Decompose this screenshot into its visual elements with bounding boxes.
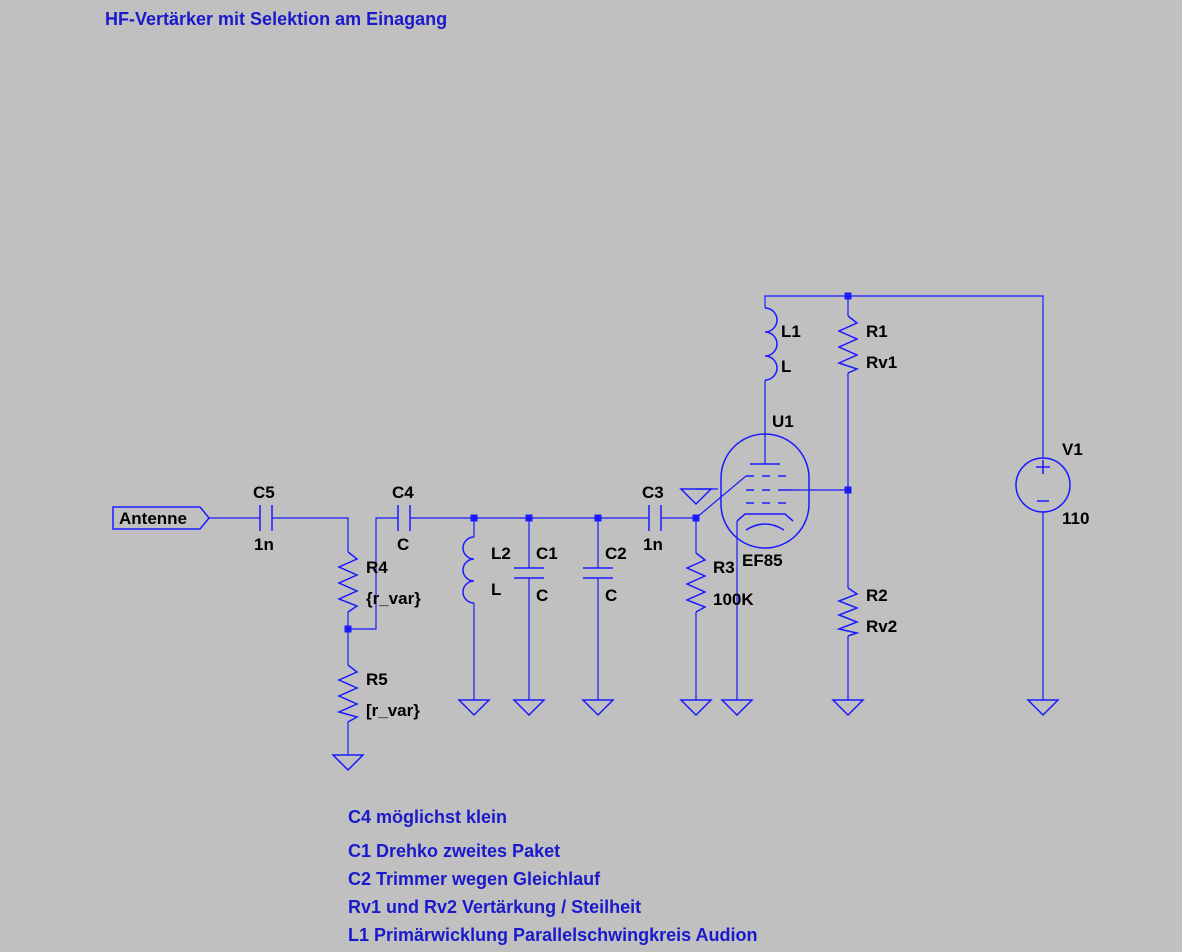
r3-value: 100K — [713, 590, 754, 609]
c5-value: 1n — [254, 535, 274, 554]
resistor-r1[interactable]: R1 Rv1 — [836, 315, 897, 374]
r3-ref: R3 — [713, 558, 735, 577]
junction-dot — [692, 514, 700, 522]
l1-value: L — [781, 357, 791, 376]
ground-icon — [457, 699, 491, 717]
source-circle — [1015, 457, 1071, 513]
resistor-r4[interactable]: R4 {r_var} — [337, 551, 421, 613]
ground-icon — [1026, 699, 1060, 717]
resistor-r3[interactable]: R3 100K — [685, 552, 754, 613]
capacitor-symbol — [648, 505, 662, 531]
wire-r4-tap-c4[interactable] — [348, 517, 398, 630]
note-line: C2 Trimmer wegen Gleichlauf — [348, 869, 601, 889]
r1-ref: R1 — [866, 322, 888, 341]
junctions — [344, 292, 852, 633]
c4-value: C — [397, 535, 409, 554]
r5-value: [r_var} — [366, 701, 420, 720]
c5-ref: C5 — [253, 483, 275, 502]
ground-icon — [512, 699, 546, 717]
c1-value: C — [536, 586, 548, 605]
inductor-coil-symbol — [462, 536, 475, 604]
tube-cathode — [736, 513, 794, 522]
schematic-title: HF-Vertärker mit Selektion am Einagang — [105, 9, 447, 29]
capacitor-symbol — [514, 567, 544, 579]
resistor-zigzag-symbol — [836, 587, 860, 637]
u1-value: EF85 — [742, 551, 783, 570]
ground-symbols — [331, 699, 1060, 772]
c4-ref: C4 — [392, 483, 414, 502]
r4-ref: R4 — [366, 558, 388, 577]
junction-dot — [844, 292, 852, 300]
c2-ref: C2 — [605, 544, 627, 563]
wire-c5-r4[interactable] — [272, 517, 349, 552]
note-line: C4 möglichst klein — [348, 807, 507, 827]
ground-icon — [581, 699, 615, 717]
c3-value: 1n — [643, 535, 663, 554]
tube-envelope — [720, 433, 810, 549]
ground-icon — [831, 699, 865, 717]
r4-value: {r_var} — [366, 589, 421, 608]
port-label: Antenne — [119, 509, 187, 528]
capacitor-c2[interactable]: C2 C — [583, 544, 627, 605]
resistor-r2[interactable]: R2 Rv2 — [836, 586, 897, 637]
tube-grids — [746, 475, 786, 504]
capacitor-c4[interactable]: C4 C — [392, 483, 414, 554]
ground-icon — [679, 699, 713, 717]
wire-l1-supply[interactable] — [764, 295, 1044, 459]
r2-value: Rv2 — [866, 617, 897, 636]
r2-ref: R2 — [866, 586, 888, 605]
note-line: L1 Primärwicklung Parallelschwingkreis A… — [348, 925, 757, 945]
u1-ref: U1 — [772, 412, 794, 431]
r1-value: Rv1 — [866, 353, 897, 372]
tube-heater — [745, 523, 785, 531]
junction-dot — [525, 514, 533, 522]
pentode-tube-u1[interactable]: U1 EF85 — [679, 412, 810, 570]
capacitor-c1[interactable]: C1 C — [514, 544, 558, 605]
inductor-l2[interactable]: L2 L — [462, 536, 511, 604]
junction-dot — [344, 625, 352, 633]
resistor-zigzag-symbol — [685, 552, 707, 613]
wire-c3-grid[interactable] — [661, 517, 697, 553]
junction-dot — [594, 514, 602, 522]
g3-triangle-symbol — [679, 488, 713, 506]
capacitor-symbol — [397, 505, 411, 531]
resistor-zigzag-symbol — [836, 315, 860, 374]
resistor-zigzag-symbol — [337, 551, 359, 613]
l2-value: L — [491, 580, 501, 599]
antenna-port[interactable]: Antenne — [112, 506, 210, 530]
r5-ref: R5 — [366, 670, 388, 689]
v1-ref: V1 — [1062, 440, 1083, 459]
capacitor-c5[interactable]: C5 1n — [253, 483, 275, 554]
ground-icon — [720, 699, 754, 717]
capacitor-c3[interactable]: C3 1n — [642, 483, 664, 554]
l2-ref: L2 — [491, 544, 511, 563]
inductor-coil-symbol — [764, 307, 778, 381]
wires — [209, 295, 1044, 755]
voltage-source-v1[interactable]: V1 110 — [1015, 440, 1089, 528]
resistor-zigzag-symbol — [336, 664, 359, 723]
note-line: Rv1 und Rv2 Vertärkung / Steilheit — [348, 897, 641, 917]
c1-ref: C1 — [536, 544, 558, 563]
inductor-l1[interactable]: L1 L — [764, 307, 801, 381]
plus-sign-icon — [1036, 460, 1050, 474]
port-flag-shape — [112, 506, 210, 530]
ground-icon — [331, 754, 365, 772]
l1-ref: L1 — [781, 322, 801, 341]
v1-value: 110 — [1062, 509, 1089, 528]
junction-dot — [470, 514, 478, 522]
c2-value: C — [605, 586, 617, 605]
capacitor-symbol — [583, 567, 613, 579]
junction-dot — [844, 486, 852, 494]
resistor-r5[interactable]: R5 [r_var} — [336, 664, 420, 723]
c3-ref: C3 — [642, 483, 664, 502]
annotation-notes: C4 möglichst klein C1 Drehko zweites Pak… — [348, 807, 757, 945]
capacitor-symbol — [259, 505, 273, 531]
note-line: C1 Drehko zweites Paket — [348, 841, 560, 861]
